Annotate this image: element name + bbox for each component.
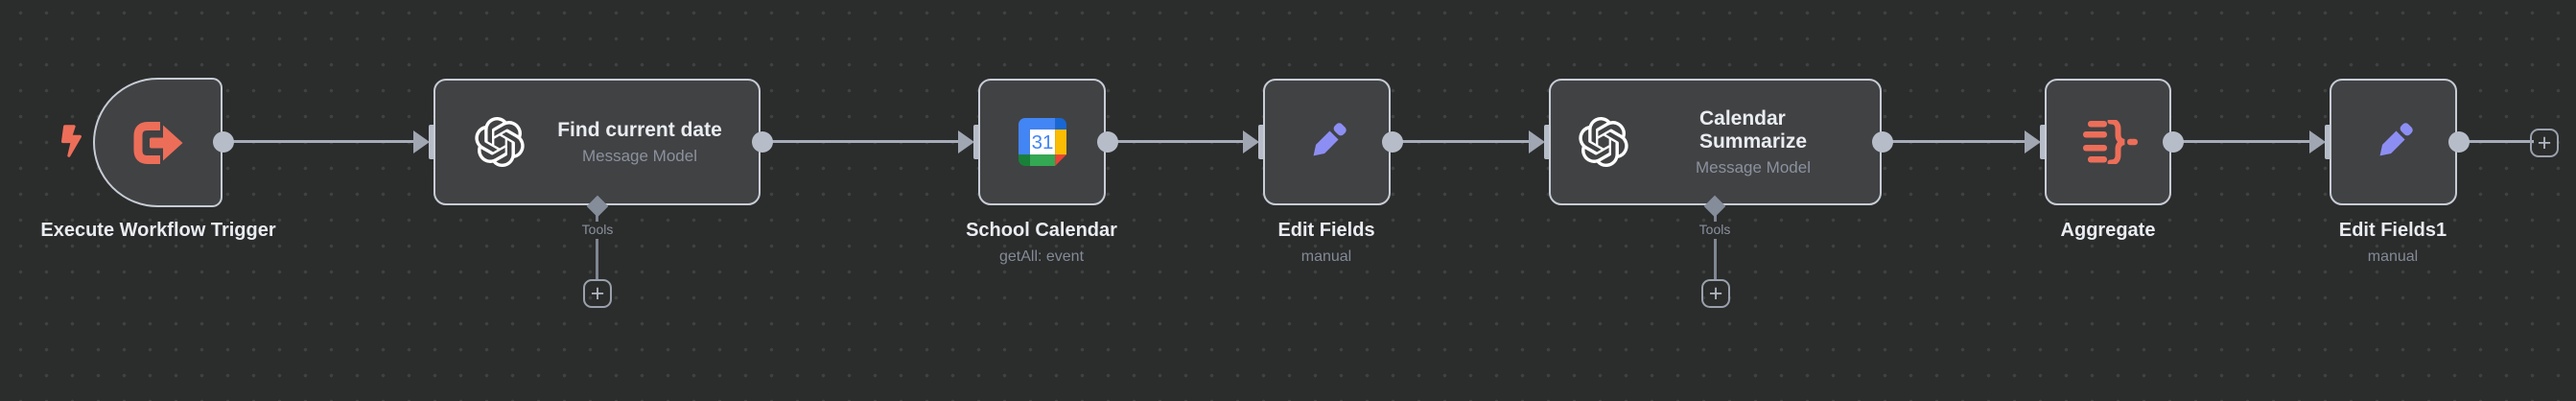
node-label: Edit Fields manual <box>1173 219 1480 267</box>
add-tool-button[interactable]: + <box>1701 279 1730 308</box>
node-aggregate[interactable] <box>2045 79 2171 205</box>
node-calendar-summarize[interactable]: Calendar Summarize Message Model <box>1549 79 1882 205</box>
node-find-current-date[interactable]: Find current date Message Model <box>433 79 761 205</box>
node-edit-fields1[interactable] <box>2330 79 2457 205</box>
connection-arrowhead-icon <box>1529 130 1545 153</box>
node-edit-fields[interactable] <box>1263 79 1391 205</box>
node-subtitle: Message Model <box>1695 157 1811 177</box>
openai-icon <box>475 117 525 167</box>
plus-icon: + <box>2537 130 2552 156</box>
node-title: Execute Workflow Trigger <box>40 220 276 241</box>
tools-port-label: Tools <box>581 222 614 237</box>
add-tool-button[interactable]: + <box>583 279 612 308</box>
tools-connection-line[interactable] <box>596 213 598 222</box>
node-subtitle: manual <box>2367 248 2419 265</box>
tools-port-label: Tools <box>1698 222 1731 237</box>
openai-icon <box>1579 117 1628 167</box>
aggregate-icon <box>2078 120 2138 164</box>
node-title: School Calendar <box>966 220 1117 241</box>
output-port[interactable] <box>752 131 773 153</box>
node-school-calendar[interactable]: 31 <box>978 79 1106 205</box>
tools-connection-line[interactable] <box>596 239 598 280</box>
plus-icon: + <box>1708 280 1723 307</box>
add-node-button[interactable]: + <box>2530 129 2559 157</box>
output-port[interactable] <box>213 131 234 153</box>
output-port[interactable] <box>1382 131 1403 153</box>
node-label: Aggregate <box>1955 219 2261 243</box>
connection-line[interactable] <box>1393 140 1531 143</box>
node-label: Execute Workflow Trigger <box>5 219 312 243</box>
connection-line[interactable] <box>1883 140 2026 143</box>
output-port[interactable] <box>1872 131 1893 153</box>
node-label: School Calendar getAll: event <box>888 219 1195 267</box>
pencil-icon <box>2367 115 2421 169</box>
execute-workflow-trigger-icon <box>131 120 185 166</box>
connection-arrowhead-icon <box>958 130 974 153</box>
tools-connection-line[interactable] <box>1714 213 1717 222</box>
node-label: Edit Fields1 manual <box>2239 219 2546 267</box>
calendar-day-number: 31 <box>1031 131 1053 153</box>
connection-line[interactable] <box>223 140 415 143</box>
output-port[interactable] <box>2448 131 2470 153</box>
node-title: Find current date <box>557 118 722 141</box>
node-title: Edit Fields <box>1277 220 1375 241</box>
connection-line[interactable] <box>1108 140 1245 143</box>
node-subtitle: getAll: event <box>998 248 1085 265</box>
node-title: Calendar Summarize <box>1698 106 1808 153</box>
connection-arrowhead-icon <box>2025 130 2041 153</box>
node-subtitle: manual <box>1300 248 1352 265</box>
node-execute-workflow-trigger[interactable] <box>93 78 222 207</box>
connection-arrowhead-icon <box>1243 130 1259 153</box>
output-port[interactable] <box>2163 131 2184 153</box>
plus-icon: + <box>590 280 605 307</box>
node-title: Edit Fields1 <box>2338 220 2447 241</box>
tools-connection-line[interactable] <box>1714 239 1717 280</box>
google-calendar-icon: 31 <box>1018 118 1066 166</box>
pencil-icon <box>1300 115 1354 169</box>
connection-arrowhead-icon <box>2309 130 2326 153</box>
connection-line[interactable] <box>2459 140 2534 143</box>
connection-arrowhead-icon <box>413 130 430 153</box>
trigger-bolt-icon <box>61 125 82 157</box>
output-port[interactable] <box>1097 131 1118 153</box>
node-subtitle: Message Model <box>581 146 697 165</box>
connection-line[interactable] <box>762 140 960 143</box>
connection-line[interactable] <box>2173 140 2311 143</box>
node-title: Aggregate <box>2060 220 2156 241</box>
